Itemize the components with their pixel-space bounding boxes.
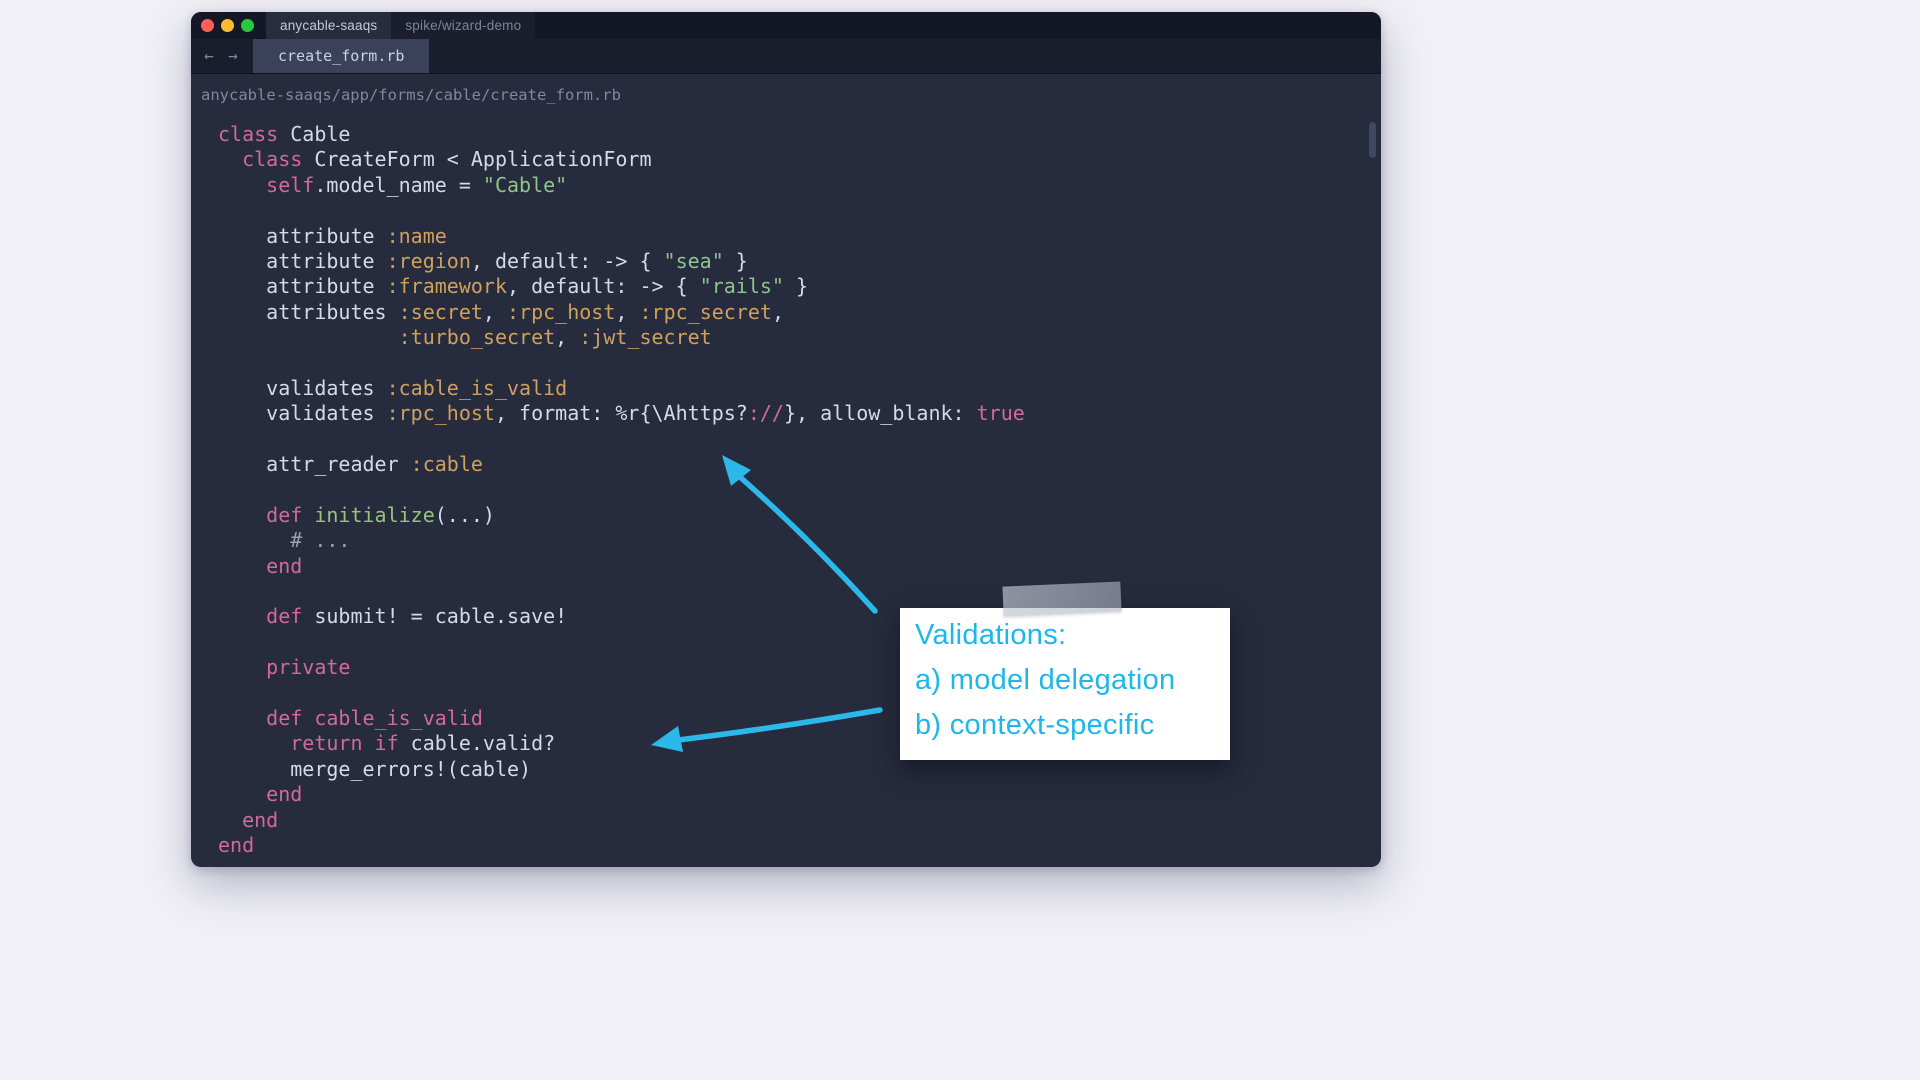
code-line: attribute :region, default: -> { "sea" }	[218, 248, 748, 273]
code-line: merge_errors!(cable)	[218, 756, 532, 781]
traffic-lights	[191, 12, 266, 39]
code-line: class CreateForm < ApplicationForm	[242, 147, 652, 172]
code-line: validates :cable_is_valid	[218, 375, 568, 400]
back-arrow-icon[interactable]: ←	[198, 44, 220, 68]
code-content: class Cable class CreateForm < Applicati…	[191, 116, 1381, 858]
code-line: :turbo_secret, :jwt_secret	[398, 325, 712, 350]
code-line	[218, 477, 1381, 502]
editor-tab-bar: ← → create_form.rb	[191, 39, 1381, 74]
code-line: end	[218, 832, 255, 857]
note-line-a: a) model delegation	[915, 664, 1176, 696]
breadcrumb: anycable-saaqs/app/forms/cable/create_fo…	[201, 86, 621, 104]
annotation-note: Validations: a) model delegation b) cont…	[900, 608, 1230, 760]
code-line: def cable_is_valid	[266, 705, 483, 730]
code-line	[218, 198, 1381, 223]
code-editor[interactable]: class Cable class CreateForm < Applicati…	[191, 116, 1381, 867]
forward-arrow-icon[interactable]: →	[222, 44, 244, 68]
code-line: end	[242, 807, 279, 832]
code-line: self.model_name = "Cable"	[266, 172, 568, 197]
tape-strip-icon	[1002, 581, 1122, 617]
code-line	[218, 427, 1381, 452]
code-line: validates :rpc_host, format: %r{\Ahttps?…	[218, 401, 1025, 426]
code-line: def initialize(...)	[266, 502, 495, 527]
code-line: private	[266, 655, 351, 680]
window-title-branch: spike/wizard-demo	[391, 12, 536, 39]
code-line: attribute :name	[218, 223, 447, 248]
code-line: class Cable	[218, 122, 351, 146]
scrollbar-thumb[interactable]	[1369, 122, 1376, 158]
note-title: Validations:	[915, 619, 1067, 651]
code-line: attributes :secret, :rpc_host, :rpc_secr…	[218, 299, 784, 324]
code-line: attribute :framework, default: -> { "rai…	[218, 274, 809, 299]
code-line: def submit! = cable.save!	[266, 604, 568, 629]
tab-create-form-rb[interactable]: create_form.rb	[253, 39, 430, 73]
code-line: end	[266, 782, 303, 807]
close-window-icon[interactable]	[201, 19, 214, 32]
editor-window: anycable-saaqs spike/wizard-demo ← → cre…	[191, 12, 1381, 867]
window-titlebar: anycable-saaqs spike/wizard-demo	[191, 12, 1381, 39]
window-title-project: anycable-saaqs	[266, 12, 392, 39]
code-line	[218, 579, 1381, 604]
code-line: # ...	[218, 528, 351, 553]
zoom-window-icon[interactable]	[241, 19, 254, 32]
file-path-bar: anycable-saaqs/app/forms/cable/create_fo…	[191, 74, 1381, 116]
code-line: return if cable.valid?	[290, 731, 556, 756]
minimize-window-icon[interactable]	[221, 19, 234, 32]
code-line	[218, 351, 1381, 376]
code-line: end	[266, 553, 303, 578]
code-line: attr_reader :cable	[218, 452, 483, 477]
note-line-b: b) context-specific	[915, 709, 1155, 741]
